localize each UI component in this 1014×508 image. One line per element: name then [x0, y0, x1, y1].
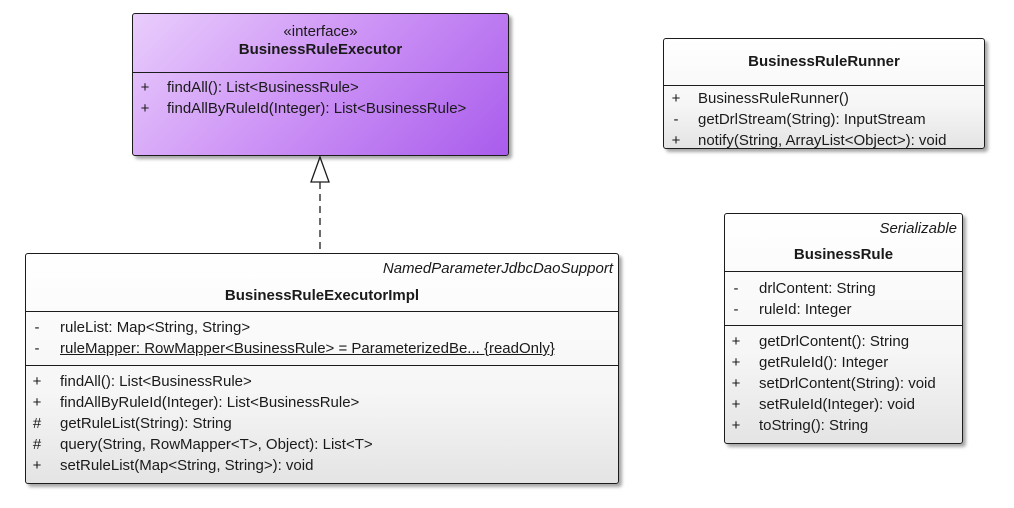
visibility-marker: +: [32, 373, 42, 390]
operation-row[interactable]: + setRuleId(Integer): void: [725, 394, 962, 415]
operation-text: setRuleId(Integer): void: [759, 396, 915, 413]
class-business-rule-runner[interactable]: BusinessRuleRunner + BusinessRuleRunner(…: [663, 38, 985, 149]
class-business-rule[interactable]: Serializable BusinessRule - drlContent: …: [724, 213, 963, 444]
operation-text: setRuleList(Map<String, String>): void: [60, 457, 314, 474]
superclass-label: NamedParameterJdbcDaoSupport: [382, 260, 613, 277]
class-name: BusinessRule: [793, 246, 894, 263]
operation-text: getDrlContent(): String: [759, 333, 910, 350]
attribute-text: ruleMapper: RowMapper<BusinessRule> = Pa…: [60, 340, 555, 357]
visibility-marker: -: [733, 280, 739, 297]
attribute-row[interactable]: - ruleList: Map<String, String>: [26, 317, 618, 338]
visibility-marker: +: [671, 90, 681, 107]
visibility-marker: +: [140, 79, 150, 96]
class-name: BusinessRuleRunner: [748, 53, 900, 70]
operation-row[interactable]: + toString(): String: [725, 415, 962, 436]
operation-text: toString(): String: [759, 417, 869, 434]
operation-text: getRuleId(): Integer: [759, 354, 889, 371]
attribute-row[interactable]: - ruleMapper: RowMapper<BusinessRule> = …: [26, 338, 618, 359]
attributes-compartment: - drlContent: String - ruleId: Integer: [725, 272, 962, 326]
operation-row[interactable]: # getRuleList(String): String: [26, 413, 618, 434]
realization-arrowhead: [310, 155, 330, 183]
visibility-marker: +: [731, 333, 741, 350]
operation-text: notify(String, ArrayList<Object>): void: [698, 132, 947, 149]
operation-row[interactable]: + setDrlContent(String): void: [725, 373, 962, 394]
operation-text: getDrlStream(String): InputStream: [698, 111, 926, 128]
visibility-marker: -: [34, 319, 40, 336]
operation-row[interactable]: + setRuleList(Map<String, String>): void: [26, 455, 618, 476]
operation-text: getRuleList(String): String: [60, 415, 232, 432]
stereotype-label: «interface»: [283, 23, 358, 40]
operation-row[interactable]: + findAll(): List<BusinessRule>: [133, 77, 508, 98]
operation-text: setDrlContent(String): void: [759, 375, 936, 392]
operation-text: findAll(): List<BusinessRule>: [167, 79, 359, 96]
operations-compartment: + BusinessRuleRunner() - getDrlStream(St…: [664, 86, 984, 155]
operations-compartment: + getDrlContent(): String + getRuleId():…: [725, 326, 962, 440]
visibility-marker: +: [731, 354, 741, 371]
class-header: Serializable BusinessRule: [725, 214, 962, 272]
class-business-rule-executor[interactable]: «interface» BusinessRuleExecutor + findA…: [132, 13, 509, 156]
operation-row[interactable]: + notify(String, ArrayList<Object>): voi…: [664, 130, 984, 151]
attribute-text: ruleList: Map<String, String>: [60, 319, 251, 336]
class-name: BusinessRuleExecutorImpl: [224, 287, 420, 304]
class-business-rule-executor-impl[interactable]: NamedParameterJdbcDaoSupport BusinessRul…: [25, 253, 619, 484]
operation-row[interactable]: + getDrlContent(): String: [725, 331, 962, 352]
attribute-text: drlContent: String: [759, 280, 876, 297]
visibility-marker: +: [731, 417, 741, 434]
visibility-marker: +: [140, 100, 150, 117]
operation-row[interactable]: + findAllByRuleId(Integer): List<Busines…: [26, 392, 618, 413]
attribute-text: ruleId: Integer: [759, 301, 852, 318]
visibility-marker: -: [733, 301, 739, 318]
visibility-marker: +: [671, 132, 681, 149]
class-name: BusinessRuleExecutor: [238, 41, 403, 58]
visibility-marker: +: [731, 396, 741, 413]
operation-text: findAllByRuleId(Integer): List<BusinessR…: [60, 394, 360, 411]
operation-row[interactable]: + findAll(): List<BusinessRule>: [26, 371, 618, 392]
superclass-label: Serializable: [879, 220, 957, 237]
class-header: NamedParameterJdbcDaoSupport BusinessRul…: [26, 254, 618, 312]
attributes-compartment: - ruleList: Map<String, String> - ruleMa…: [26, 312, 618, 366]
visibility-marker: +: [32, 394, 42, 411]
operation-row[interactable]: # query(String, RowMapper<T>, Object): L…: [26, 434, 618, 455]
attribute-row[interactable]: - drlContent: String: [725, 278, 962, 299]
visibility-marker: +: [731, 375, 741, 392]
visibility-marker: #: [32, 436, 42, 453]
visibility-marker: #: [32, 415, 42, 432]
visibility-marker: -: [34, 340, 40, 357]
operation-text: BusinessRuleRunner(): [698, 90, 849, 107]
operations-compartment: + findAll(): List<BusinessRule> + findAl…: [26, 366, 618, 480]
class-header: «interface» BusinessRuleExecutor: [133, 14, 508, 73]
operation-row[interactable]: + BusinessRuleRunner(): [664, 88, 984, 109]
operation-text: findAll(): List<BusinessRule>: [60, 373, 252, 390]
visibility-marker: +: [32, 457, 42, 474]
operations-compartment: + findAll(): List<BusinessRule> + findAl…: [133, 73, 508, 123]
operation-text: query(String, RowMapper<T>, Object): Lis…: [60, 436, 373, 453]
class-header: BusinessRuleRunner: [664, 39, 984, 86]
operation-row[interactable]: + findAllByRuleId(Integer): List<Busines…: [133, 98, 508, 119]
operation-row[interactable]: - getDrlStream(String): InputStream: [664, 109, 984, 130]
operation-row[interactable]: + getRuleId(): Integer: [725, 352, 962, 373]
operation-text: findAllByRuleId(Integer): List<BusinessR…: [167, 100, 467, 117]
visibility-marker: -: [673, 111, 679, 128]
attribute-row[interactable]: - ruleId: Integer: [725, 299, 962, 320]
